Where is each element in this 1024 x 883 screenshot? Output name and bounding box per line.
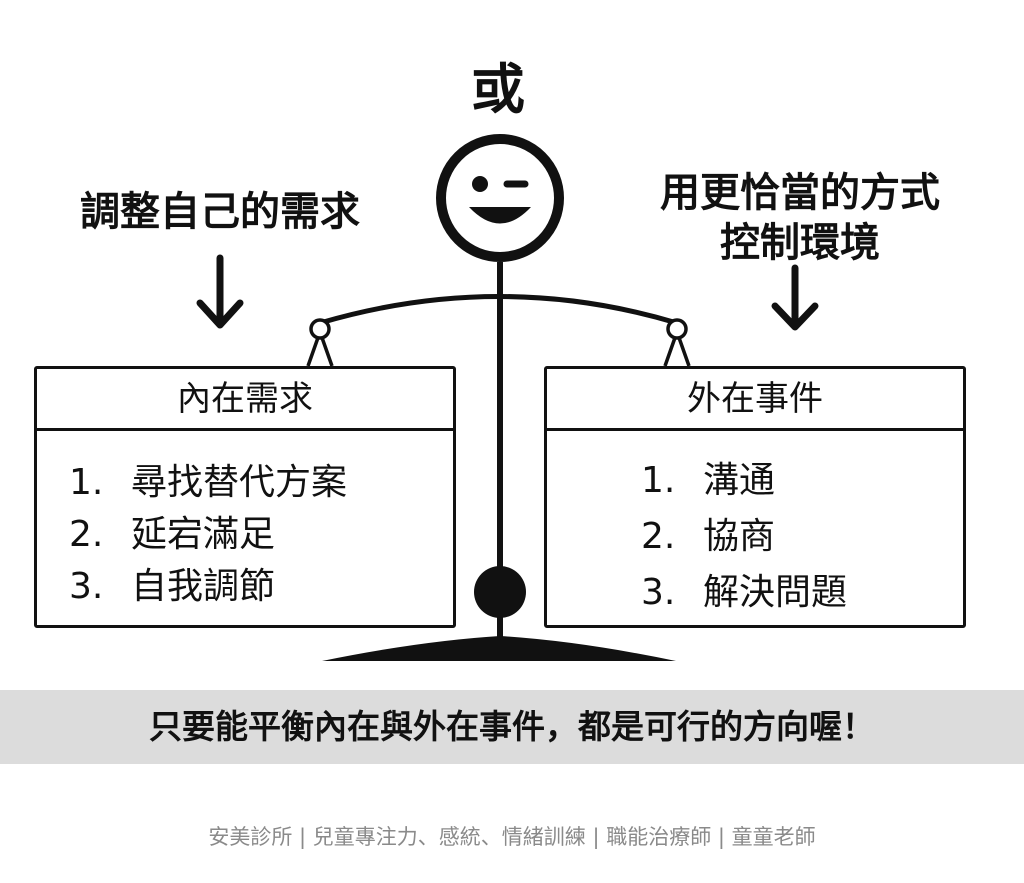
left-hanger [306, 318, 334, 367]
list-item: 1. 尋找替代方案 [69, 457, 453, 509]
conclusion-banner: 只要能平衡內在與外在事件，都是可行的方向喔！ [0, 690, 1024, 764]
item-number: 3. [641, 572, 676, 613]
right-label-line2: 控制環境 [720, 220, 880, 266]
winking-smiley-face-icon [436, 134, 564, 262]
external-events-list: 1. 溝通 2. 協商 3. 解決問題 [547, 431, 963, 621]
right-hanger [663, 318, 691, 367]
scale-base [322, 636, 676, 661]
left-label: 調整自己的需求 [80, 189, 360, 235]
inner-needs-list: 1. 尋找替代方案 2. 延宕滿足 3. 自我調節 [37, 431, 453, 613]
item-number: 2. [69, 514, 104, 555]
list-item: 3. 自我調節 [69, 561, 453, 613]
arrow-down-icon [771, 264, 819, 331]
item-text: 延宕滿足 [131, 514, 276, 555]
item-number: 3. [69, 566, 104, 607]
inner-needs-title: 內在需求 [37, 369, 453, 431]
item-text: 溝通 [703, 460, 776, 501]
list-item: 2. 延宕滿足 [69, 509, 453, 561]
item-text: 協商 [703, 516, 776, 557]
right-label-line1: 用更恰當的方式 [660, 170, 940, 216]
list-item: 3. 解決問題 [641, 565, 963, 621]
item-number: 1. [69, 462, 104, 503]
right-label: 用更恰當的方式 控制環境 [610, 168, 990, 268]
external-events-title: 外在事件 [547, 369, 963, 431]
or-text: 或 [471, 58, 525, 121]
inner-needs-box: 內在需求 1. 尋找替代方案 2. 延宕滿足 3. 自我調節 [34, 366, 456, 628]
arrow-down-icon [196, 254, 244, 329]
scale-knob [474, 566, 526, 618]
external-events-box: 外在事件 1. 溝通 2. 協商 3. 解決問題 [544, 366, 966, 628]
list-item: 1. 溝通 [641, 453, 963, 509]
item-text: 自我調節 [131, 566, 276, 607]
item-text: 尋找替代方案 [131, 462, 348, 503]
item-text: 解決問題 [703, 572, 848, 613]
item-number: 2. [641, 516, 676, 557]
list-item: 2. 協商 [641, 509, 963, 565]
item-number: 1. [641, 460, 676, 501]
footer-credit: 安美診所 | 兒童專注力、感統、情緒訓練 | 職能治療師 | 童童老師 [208, 825, 816, 849]
